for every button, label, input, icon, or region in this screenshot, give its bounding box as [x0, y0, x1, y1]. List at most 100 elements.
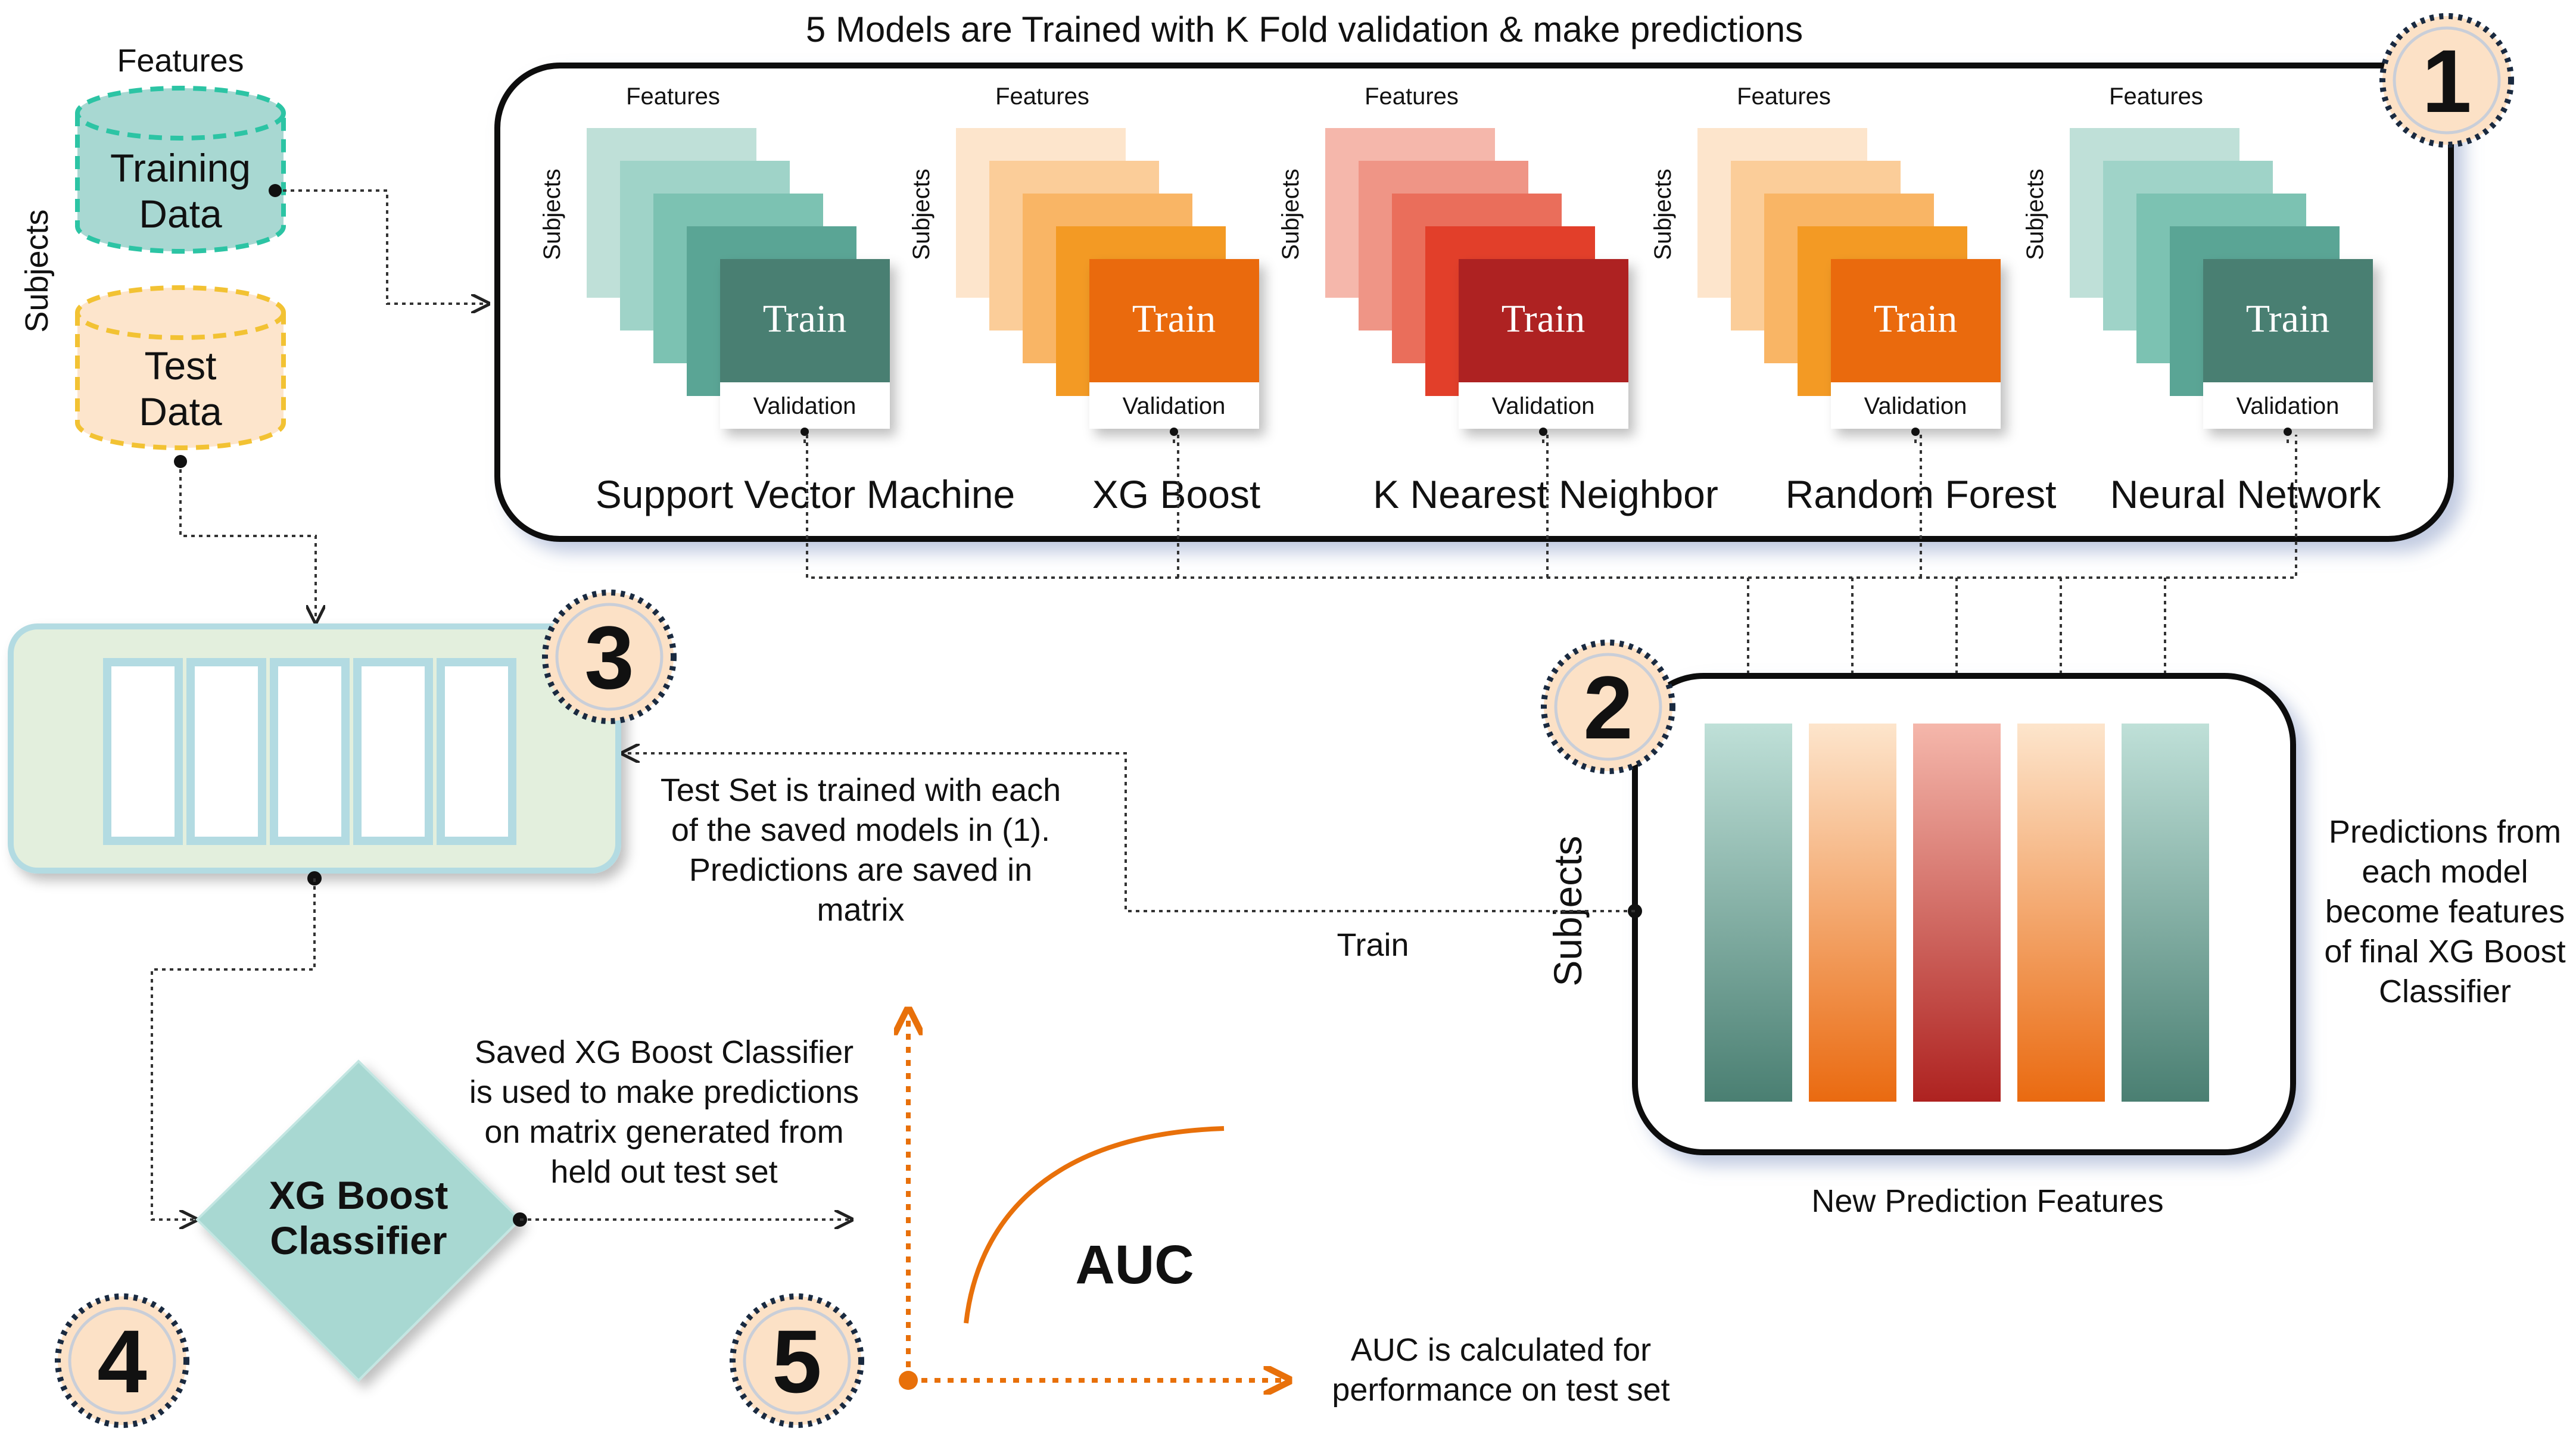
step-badge-5: 5 — [730, 1293, 864, 1428]
svg-text:Predictions are saved in: Predictions are saved in — [689, 852, 1032, 888]
validation-box — [1459, 382, 1628, 429]
connector-test-to-matrix — [179, 462, 316, 622]
svg-text:become features: become features — [2325, 894, 2565, 930]
connector-dot — [174, 455, 187, 468]
training-data-line2: Data — [139, 192, 222, 236]
features-label: Features — [2109, 83, 2203, 110]
databases: Features Subjects Training Data Test Dat… — [19, 43, 286, 450]
connector-dot — [1911, 428, 1920, 436]
matrix-column — [353, 658, 433, 845]
prediction-bar-5 — [2122, 724, 2209, 1102]
step-badge-4: 4 — [55, 1293, 189, 1428]
classifier-line1: XG Boost — [269, 1173, 448, 1217]
train-label: Train — [1337, 927, 1409, 963]
features-label: Features — [1365, 83, 1459, 110]
model-name: Neural Network — [2110, 472, 2382, 516]
train-label: Train — [763, 297, 847, 341]
svg-text:2: 2 — [1583, 657, 1633, 757]
connector-dot — [269, 184, 282, 197]
matrix-column — [437, 658, 516, 845]
svg-text:5: 5 — [772, 1311, 821, 1411]
validation-label: Validation — [753, 393, 856, 419]
subjects-label-2: Subjects — [1546, 835, 1590, 986]
svg-text:on matrix generated from: on matrix generated from — [484, 1114, 843, 1150]
validation-label: Validation — [2237, 393, 2340, 419]
model-name: Random Forest — [1786, 472, 2057, 516]
prediction-bar-1 — [1705, 724, 1792, 1102]
test-data-line2: Data — [139, 389, 222, 434]
subjects-label: Subjects — [2022, 169, 2048, 260]
bus-line — [806, 435, 2297, 579]
matrix-columns — [103, 658, 516, 845]
top-caption: 5 Models are Trained with K Fold validat… — [806, 10, 1803, 49]
svg-text:Saved XG Boost Classifier: Saved XG Boost Classifier — [475, 1034, 854, 1070]
auc-label: AUC — [1075, 1234, 1194, 1295]
subjects-label: Subjects — [539, 169, 565, 260]
model-name: XG Boost — [1092, 472, 1260, 516]
subjects-label: Subjects — [19, 209, 55, 332]
svg-text:4: 4 — [97, 1311, 147, 1411]
validation-label: Validation — [1864, 393, 1967, 419]
svg-text:1: 1 — [2422, 31, 2471, 131]
auc-curve — [964, 1126, 1225, 1324]
predictions-text: Predictions from each model become featu… — [2324, 814, 2565, 1009]
matrix-text: Test Set is trained with each of the sav… — [661, 772, 1061, 928]
auc-plot: AUC AUC is calculated for performance on… — [899, 1012, 1670, 1408]
auc-origin-dot — [899, 1371, 918, 1390]
train-label: Train — [1132, 297, 1216, 341]
matrix-column — [270, 658, 350, 845]
connector-dot — [1170, 428, 1178, 436]
connector-dot — [1539, 428, 1547, 436]
validation-box — [1831, 382, 2001, 429]
connector-matrix-to-classifier — [151, 878, 316, 1220]
svg-text:Classifier: Classifier — [2379, 974, 2511, 1009]
svg-text:held out test set: held out test set — [550, 1154, 777, 1190]
svg-text:of final XG Boost: of final XG Boost — [2324, 934, 2565, 969]
prediction-bar-3 — [1913, 724, 2001, 1102]
validation-label: Validation — [1123, 393, 1226, 419]
connector-training-to-models — [275, 189, 488, 304]
step-badge-3: 3 — [542, 590, 677, 724]
svg-text:Test Set is trained with each: Test Set is trained with each — [661, 772, 1061, 808]
validation-box — [720, 382, 890, 429]
connector-dot — [2284, 428, 2292, 436]
svg-text:of the saved models in (1).: of the saved models in (1). — [671, 812, 1050, 848]
training-data-line1: Training — [110, 146, 251, 190]
train-label: Train — [1502, 297, 1586, 341]
features-label: Features — [626, 83, 720, 110]
validation-box — [2203, 382, 2373, 429]
matrix-column — [186, 658, 266, 845]
model-name: Support Vector Machine — [596, 472, 1015, 516]
classifier-line2: Classifier — [270, 1218, 447, 1262]
svg-text:Predictions from: Predictions from — [2329, 814, 2561, 850]
test-data-cylinder: Test Data — [75, 285, 286, 450]
model-name: K Nearest Neighbor — [1373, 472, 1718, 516]
subjects-label: Subjects — [1650, 169, 1676, 260]
classifier-text: Saved XG Boost Classifier is used to mak… — [469, 1034, 859, 1190]
features-label: Features — [995, 83, 1089, 110]
prediction-bar-2 — [1809, 724, 1896, 1102]
subjects-label: Subjects — [908, 169, 935, 260]
svg-text:each model: each model — [2362, 854, 2528, 890]
matrix-column — [103, 658, 183, 845]
test-data-line1: Test — [144, 344, 216, 388]
connector-dot — [800, 428, 809, 436]
svg-text:3: 3 — [584, 607, 634, 707]
auc-text-1: AUC is calculated for — [1351, 1332, 1651, 1368]
step-badge-1: 1 — [2379, 13, 2514, 148]
features-label: Features — [1737, 83, 1831, 110]
train-label: Train — [1874, 297, 1958, 341]
prediction-features-label: New Prediction Features — [1811, 1183, 2163, 1219]
prediction-bars — [1705, 724, 2209, 1102]
step-badge-2: 2 — [1541, 640, 1675, 774]
validation-label: Validation — [1492, 393, 1595, 419]
auc-text-2: performance on test set — [1332, 1372, 1669, 1408]
features-label: Features — [117, 43, 244, 79]
